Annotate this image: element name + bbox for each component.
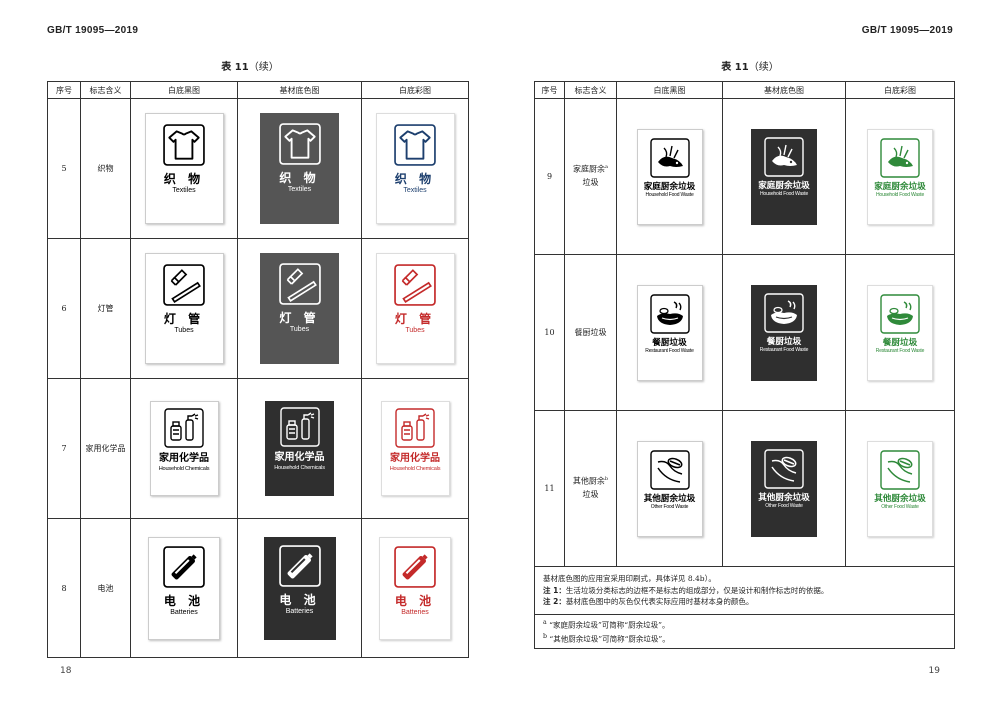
other-food-waste-sign-substrate: 其他厨余垃圾 Other Food Waste <box>751 440 817 537</box>
col-header-white-color: 白底彩图 <box>845 81 955 99</box>
sign-table-left: 序号 标志含义 白底黑图 基材底色图 白底彩图 5 织物 织 物 Textile… <box>47 81 469 658</box>
col-header-substrate: 基材底色图 <box>237 81 362 99</box>
chemicals-sign-black-white: 家用化学品 Household Chemicals <box>149 401 219 496</box>
col-header-white-color: 白底彩图 <box>361 81 469 99</box>
batteries-sign-color: 电 池 Batteries <box>379 536 451 640</box>
table-row: 6 灯管 灯 管 Tubes 灯 管 Tubes 灯 管 Tubes <box>47 238 469 379</box>
col-header-no: 序号 <box>47 81 81 99</box>
household-food-waste-sign-black-white: 家庭厨余垃圾 Household Food Waste <box>636 128 703 225</box>
textiles-sign-black-white: 织 物 Textiles <box>144 113 224 224</box>
col-header-meaning: 标志含义 <box>564 81 617 99</box>
footnotes-row: a “家庭厨余垃圾”可简称“厨余垃圾”。 b “其他厨余垃圾”可简称“厨余垃圾”… <box>534 614 955 649</box>
shirt-icon <box>163 124 205 166</box>
table-row: 10 餐厨垃圾 餐厨垃圾 Restaurant Food Waste 餐厨垃圾 … <box>534 254 955 411</box>
note-substrate: 基材底色图的应用宜采用印刷式，具体详见 8.4b）。 <box>543 574 716 584</box>
batteries-sign-black-white: 电 池 Batteries <box>148 536 220 640</box>
table-row: 8 电池 电 池 Batteries 电 池 Batteries 电 池 Bat… <box>47 518 469 658</box>
shirt-icon <box>394 124 436 166</box>
household-food-waste-sign-substrate: 家庭厨余垃圾 Household Food Waste <box>751 128 817 225</box>
chemicals-icon <box>395 408 435 448</box>
table-caption: 表 11（续） <box>221 62 279 73</box>
note-2: 注 2：基材底色图中的灰色仅代表实际应用时基材本身的颜色。 <box>543 597 754 607</box>
col-header-no: 序号 <box>534 81 565 99</box>
shirt-icon <box>278 123 321 165</box>
household-food-waste-icon <box>880 137 920 178</box>
other-food-waste-icon <box>880 449 920 490</box>
col-header-white-black: 白底黑图 <box>130 81 238 99</box>
table-row: 5 织物 织 物 Textiles 织 物 Textiles 织 物 Texti… <box>47 98 469 239</box>
tube-icon <box>394 264 436 306</box>
col-header-meaning: 标志含义 <box>80 81 131 99</box>
standard-code: GB/T 19095—2019 <box>47 25 139 36</box>
table-caption: 表 11（续） <box>721 62 779 73</box>
page-number: 19 <box>928 666 940 676</box>
tubes-sign-substrate: 灯 管 Tubes <box>260 253 339 364</box>
chemicals-icon <box>164 408 204 448</box>
chemicals-icon <box>279 407 320 447</box>
footnote-a: a “家庭厨余垃圾”可简称“厨余垃圾”。 <box>543 619 670 630</box>
restaurant-food-waste-sign-color: 餐厨垃圾 Restaurant Food Waste <box>867 284 933 381</box>
household-food-waste-icon <box>764 136 804 177</box>
textiles-sign-substrate: 织 物 Textiles <box>260 113 339 224</box>
household-food-waste-sign-color: 家庭厨余垃圾 Household Food Waste <box>867 128 933 225</box>
page-number: 18 <box>60 666 72 676</box>
battery-icon <box>278 544 321 587</box>
textiles-sign-color: 织 物 Textiles <box>375 113 455 224</box>
notes-row: 基材底色图的应用宜采用印刷式，具体详见 8.4b）。 注 1：生活垃圾分类标志的… <box>534 566 955 615</box>
left-page: GB/T 19095—2019 表 11（续） 序号 标志含义 白底黑图 基材底… <box>47 25 469 676</box>
col-header-substrate: 基材底色图 <box>722 81 846 99</box>
tube-icon <box>278 263 321 305</box>
restaurant-food-waste-sign-substrate: 餐厨垃圾 Restaurant Food Waste <box>751 284 817 381</box>
household-food-waste-icon <box>649 137 690 178</box>
battery-icon <box>163 545 205 588</box>
chemicals-sign-substrate: 家用化学品 Household Chemicals <box>265 401 334 496</box>
restaurant-food-waste-icon <box>764 292 804 333</box>
other-food-waste-icon <box>649 449 690 490</box>
tube-icon <box>163 264 205 306</box>
chemicals-sign-color: 家用化学品 Household Chemicals <box>380 401 450 496</box>
battery-icon <box>394 545 436 588</box>
footnote-b: b “其他厨余垃圾”可简称“厨余垃圾”。 <box>543 632 670 644</box>
other-food-waste-sign-black-white: 其他厨余垃圾 Other Food Waste <box>636 440 703 537</box>
other-food-waste-sign-color: 其他厨余垃圾 Other Food Waste <box>867 440 933 537</box>
note-1: 注 1：生活垃圾分类标志的边框不是标志的组成部分，仅是设计和制作标志时的依据。 <box>543 585 829 595</box>
restaurant-food-waste-sign-black-white: 餐厨垃圾 Restaurant Food Waste <box>636 284 703 381</box>
col-header-white-black: 白底黑图 <box>616 81 723 99</box>
tubes-sign-black-white: 灯 管 Tubes <box>144 253 224 364</box>
tubes-sign-color: 灯 管 Tubes <box>375 253 455 364</box>
other-food-waste-icon <box>764 448 804 489</box>
batteries-sign-substrate: 电 池 Batteries <box>263 536 336 640</box>
standard-code: GB/T 19095—2019 <box>861 25 953 36</box>
restaurant-food-waste-icon <box>880 293 920 334</box>
restaurant-food-waste-icon <box>649 293 690 334</box>
table-row: 7 家用化学品 家用化学品 Household Chemicals 家用化学品 … <box>47 378 469 519</box>
